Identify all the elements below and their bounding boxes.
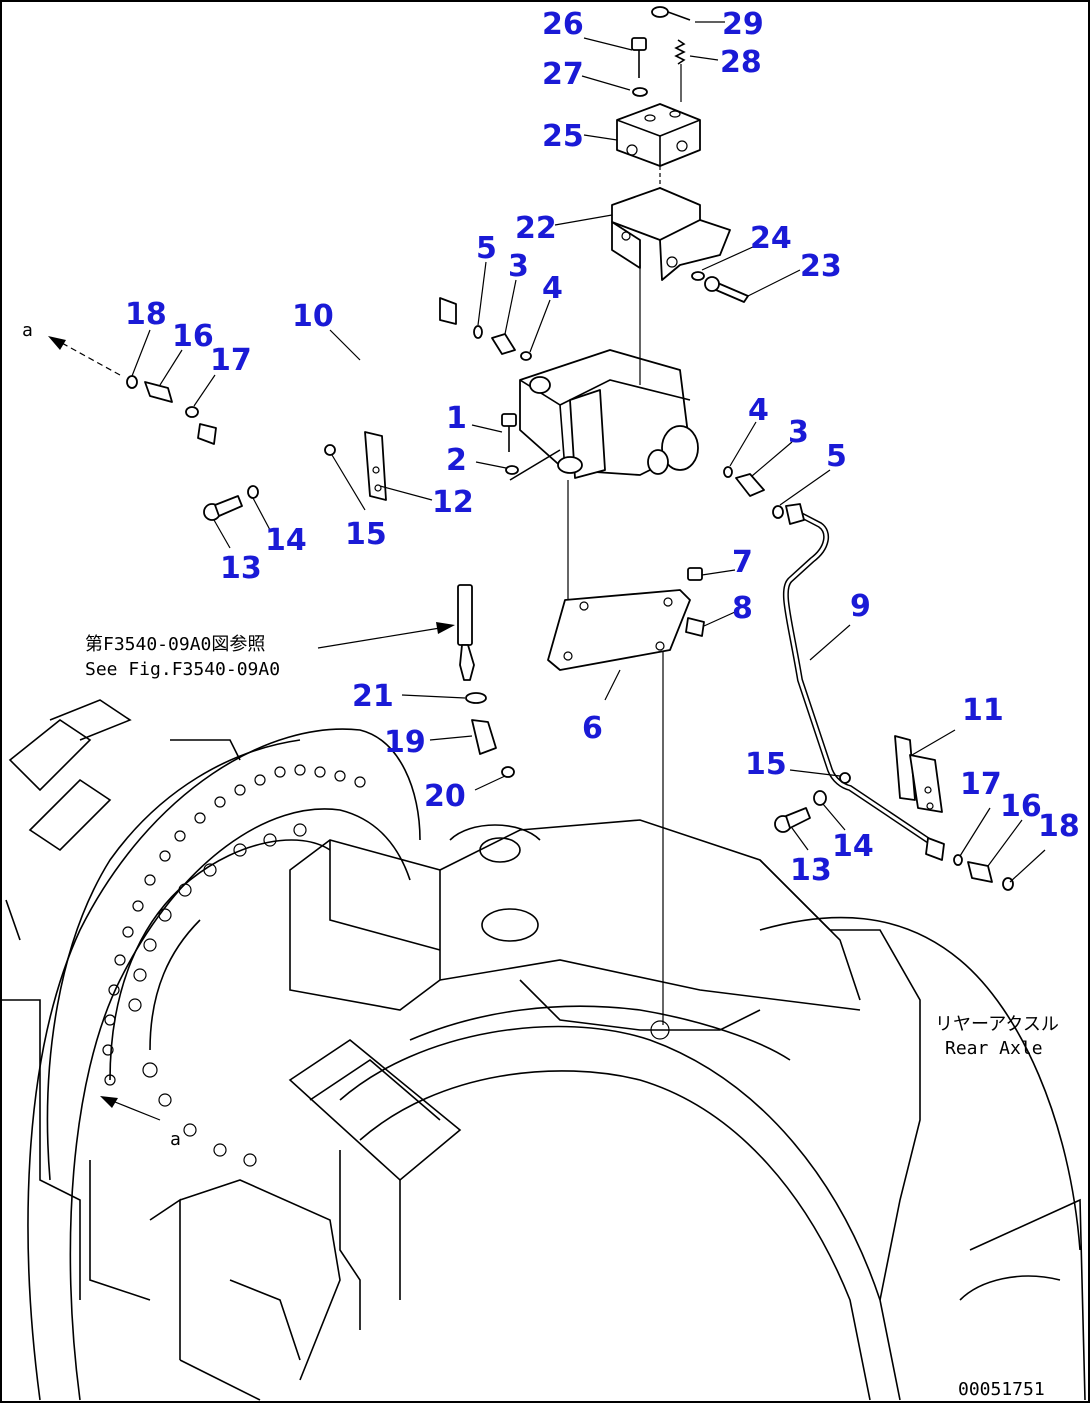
fitting-3-left (491, 333, 516, 355)
callout-4-left: 4 (542, 271, 563, 306)
callout-25: 25 (542, 119, 584, 154)
callout-24: 24 (750, 221, 792, 256)
callout-2: 2 (446, 443, 467, 478)
clamp-15-left (324, 444, 336, 456)
washer-14-right (813, 790, 827, 806)
fitting-3-right (735, 473, 765, 497)
clamp-11 (894, 735, 943, 813)
o-ring-5-right (772, 505, 784, 519)
washer-27 (632, 87, 648, 97)
fitting-16-right (967, 861, 993, 883)
callout-6: 6 (582, 711, 603, 746)
callout-23: 23 (800, 249, 842, 284)
callout-18-left: 18 (125, 297, 167, 332)
axle-label-jp: リヤーアクスル (935, 1014, 1059, 1035)
rear-axle-housing (0, 699, 1086, 1401)
bracket-22 (611, 187, 731, 281)
bolt-23 (704, 276, 749, 303)
callout-5-left: 5 (476, 231, 497, 266)
callout-17-left: 17 (210, 343, 252, 378)
o-ring-4-left (520, 351, 532, 361)
callout-7: 7 (732, 545, 753, 580)
washer-2 (505, 465, 519, 475)
clamp-15-right (839, 772, 851, 784)
callout-22: 22 (515, 211, 557, 246)
axle-label-en: Rear Axle (945, 1038, 1043, 1059)
callout-18-right: 18 (1038, 809, 1080, 844)
drawing-code: 00051751 (958, 1379, 1045, 1400)
callout-29: 29 (722, 7, 764, 42)
callout-14-right: 14 (832, 829, 874, 864)
callout-15-right: 15 (745, 747, 787, 782)
bolt-13-right (774, 807, 811, 833)
callout-12: 12 (432, 485, 474, 520)
callout-13-left: 13 (220, 551, 262, 586)
washer-14-left (247, 485, 259, 499)
washer-20 (501, 766, 515, 778)
spring-28 (674, 39, 686, 102)
tube-9 (782, 503, 945, 861)
bolt-13-left (203, 495, 243, 521)
plate-6 (547, 589, 691, 671)
o-ring-5-left (473, 325, 483, 339)
clamp-12 (364, 431, 387, 501)
callout-19: 19 (384, 725, 426, 760)
reference-note-en: See Fig.F3540-09A0 (85, 659, 280, 680)
o-ring-21 (465, 692, 487, 704)
callout-16-right: 16 (1000, 789, 1042, 824)
arrow-a-top: a (22, 320, 121, 376)
leader-lines (131, 21, 1046, 883)
callout-21: 21 (352, 679, 394, 714)
washer-8 (685, 617, 705, 637)
arrow-a-top-label: a (22, 320, 33, 341)
callout-15-left: 15 (345, 517, 387, 552)
callout-5-right: 5 (826, 439, 847, 474)
reference-note-jp: 第F3540-09A0図参照 (85, 634, 265, 655)
callout-numbers: 26 29 27 28 25 22 24 23 5 3 4 18 16 17 1… (125, 7, 1080, 888)
block-25 (616, 103, 701, 167)
fitting-19 (471, 719, 497, 755)
callout-4-right: 4 (748, 393, 769, 428)
arrow-a-bottom: a (100, 1096, 181, 1150)
callout-13-right: 13 (790, 853, 832, 888)
bolt-7 (687, 567, 703, 581)
hub-bolt-holes (102, 764, 366, 1167)
callout-26: 26 (542, 7, 584, 42)
bolt-26 (631, 37, 647, 78)
tube-10 (197, 288, 457, 476)
callout-10: 10 (292, 299, 334, 334)
callout-8: 8 (732, 591, 753, 626)
callout-11: 11 (962, 693, 1004, 728)
o-ring-18-right (1002, 877, 1014, 891)
o-ring-17-right (953, 854, 963, 866)
callout-16-left: 16 (172, 319, 214, 354)
fitting-16-left (144, 381, 173, 403)
callout-9: 9 (850, 589, 871, 624)
callout-14-left: 14 (265, 523, 307, 558)
o-ring-18-left (126, 375, 138, 389)
callout-3-right: 3 (788, 415, 809, 450)
callout-20: 20 (424, 779, 466, 814)
pin-29 (651, 6, 691, 21)
bolt-1 (501, 413, 517, 452)
mounting-hole (650, 1020, 670, 1040)
o-ring-17-left (185, 406, 199, 418)
reference-bolt (457, 584, 475, 681)
o-ring-4-right (723, 466, 733, 478)
callout-27: 27 (542, 57, 584, 92)
callout-28: 28 (720, 45, 762, 80)
washer-24 (691, 271, 705, 281)
valve-body (509, 349, 699, 481)
callout-1: 1 (446, 401, 467, 436)
arrow-a-bottom-label: a (170, 1129, 181, 1150)
callout-17-right: 17 (960, 767, 1002, 802)
callout-3-left: 3 (508, 249, 529, 284)
